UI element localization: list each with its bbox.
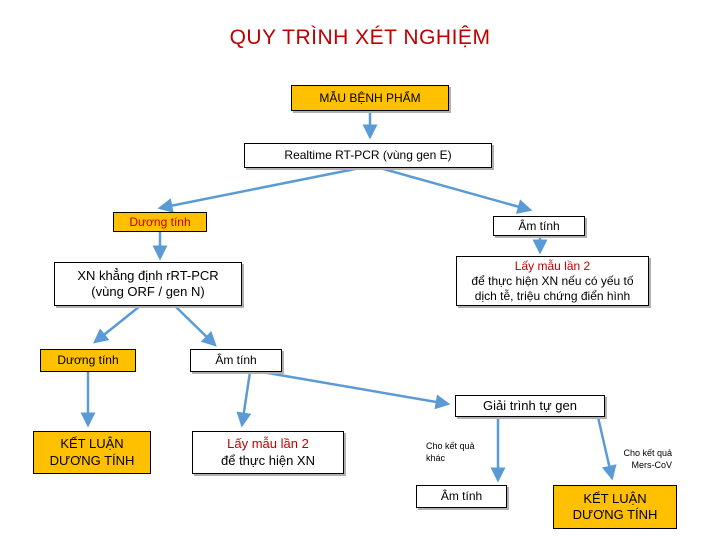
confirm-test-box: XN khẳng định rRT-PCR (vùng ORF / gen N) xyxy=(54,262,242,306)
resample-1-line2: để thực hiện XN nếu có yếu tố xyxy=(471,273,634,288)
page-title: QUY TRÌNH XÉT NGHIỆM xyxy=(229,26,491,49)
conclusion-positive-2-box: KẾT LUẬN DƯƠNG TÍNH xyxy=(553,485,677,529)
resample-2-line2: để thực hiện XN xyxy=(221,452,315,468)
mers-result-note: Cho kết quả Mers-CoV xyxy=(614,448,672,471)
conclusion-positive-2-line2: DƯƠNG TÍNH xyxy=(572,507,658,522)
negative-2-label: Âm tính xyxy=(215,353,257,367)
confirm-test-line1: XN khẳng định rRT-PCR xyxy=(77,267,219,283)
other-result-note-line1: Cho kết quả xyxy=(426,441,475,451)
negative-3-box: Âm tính xyxy=(416,485,507,508)
resample-1-line3: dịch tễ, triệu chứng điển hình xyxy=(474,288,631,303)
other-result-note: Cho kết quả khác xyxy=(426,441,475,464)
arrow-sequencing-to-conclusion2 xyxy=(596,416,617,481)
mers-result-note-line1: Cho kết quả xyxy=(623,448,672,458)
negative-2-box: Âm tính xyxy=(190,349,282,372)
resample-1-box: Lấy mẫu lần 2 để thực hiện XN nếu có yếu… xyxy=(456,256,649,306)
other-result-note-line2: khác xyxy=(426,452,446,463)
conclusion-positive-2-line1: KẾT LUẬN xyxy=(583,490,647,506)
arrow-pcr-to-negative xyxy=(379,166,533,214)
sequencing-box: Giải trình tự gen xyxy=(455,395,605,417)
confirm-test-line2: (vùng ORF / gen N) xyxy=(91,284,205,299)
arrow-confirm-to-negative2 xyxy=(174,305,217,347)
negative-1-label: Âm tính xyxy=(518,218,560,233)
sample-label: MẪU BỆNH PHẨM xyxy=(319,90,421,105)
sample-box: MẪU BỆNH PHẨM xyxy=(291,85,449,111)
resample-2-line1: Lấy mẫu lần 2 xyxy=(227,436,309,452)
mers-result-note-line2: Mers-CoV xyxy=(631,459,672,470)
realtime-pcr-label: Realtime RT-PCR (vùng gen E) xyxy=(284,148,452,162)
positive-2-box: Dương tính xyxy=(40,349,136,372)
resample-2-box: Lấy mẫu lần 2 để thực hiện XN xyxy=(192,431,344,474)
arrow-negative2-to-sequencing xyxy=(261,370,451,410)
conclusion-positive-1-line2: DƯƠNG TÍNH xyxy=(49,452,135,468)
realtime-pcr-box: Realtime RT-PCR (vùng gen E) xyxy=(244,143,492,168)
arrow-negative2-to-resample2 xyxy=(236,371,252,428)
resample-1-line1: Lấy mẫu lần 2 xyxy=(514,258,591,273)
arrow-pcr-to-positive xyxy=(157,166,361,213)
positive-2-label: Dương tính xyxy=(57,353,119,367)
negative-3-label: Âm tính xyxy=(440,489,483,503)
negative-1-box: Âm tính xyxy=(493,216,585,236)
positive-1-label: Dương tính xyxy=(129,214,191,229)
conclusion-positive-1-line1: KẾT LUẬN xyxy=(60,436,124,452)
sequencing-label: Giải trình tự gen xyxy=(483,397,577,413)
positive-1-box: Dương tính xyxy=(113,212,207,232)
arrow-confirm-to-positive2 xyxy=(93,305,141,344)
conclusion-positive-1-box: KẾT LUẬN DƯƠNG TÍNH xyxy=(33,431,151,474)
